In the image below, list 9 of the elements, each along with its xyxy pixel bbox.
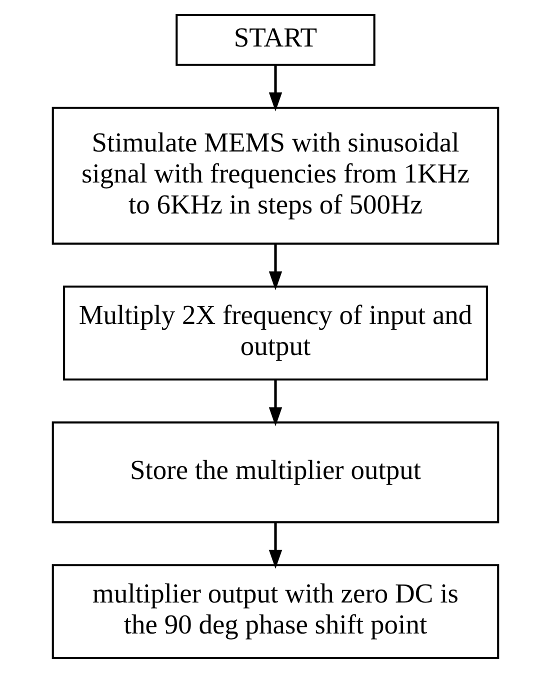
node-box: START [175,14,375,66]
node-box: Multiply 2X frequency of input and output [62,286,488,381]
arrow [268,522,282,569]
node-box: Store the multiplier output [51,421,499,524]
arrow [268,380,282,426]
node-box: Stimulate MEMS with sinusoidal signal with frequencies from 1KHz to 6KHz in steps of 500Hz [51,106,499,245]
arrow [268,244,282,290]
arrow [268,65,282,112]
node-box: multiplier output with zero DC is the 90 deg phase shift point [51,564,499,659]
